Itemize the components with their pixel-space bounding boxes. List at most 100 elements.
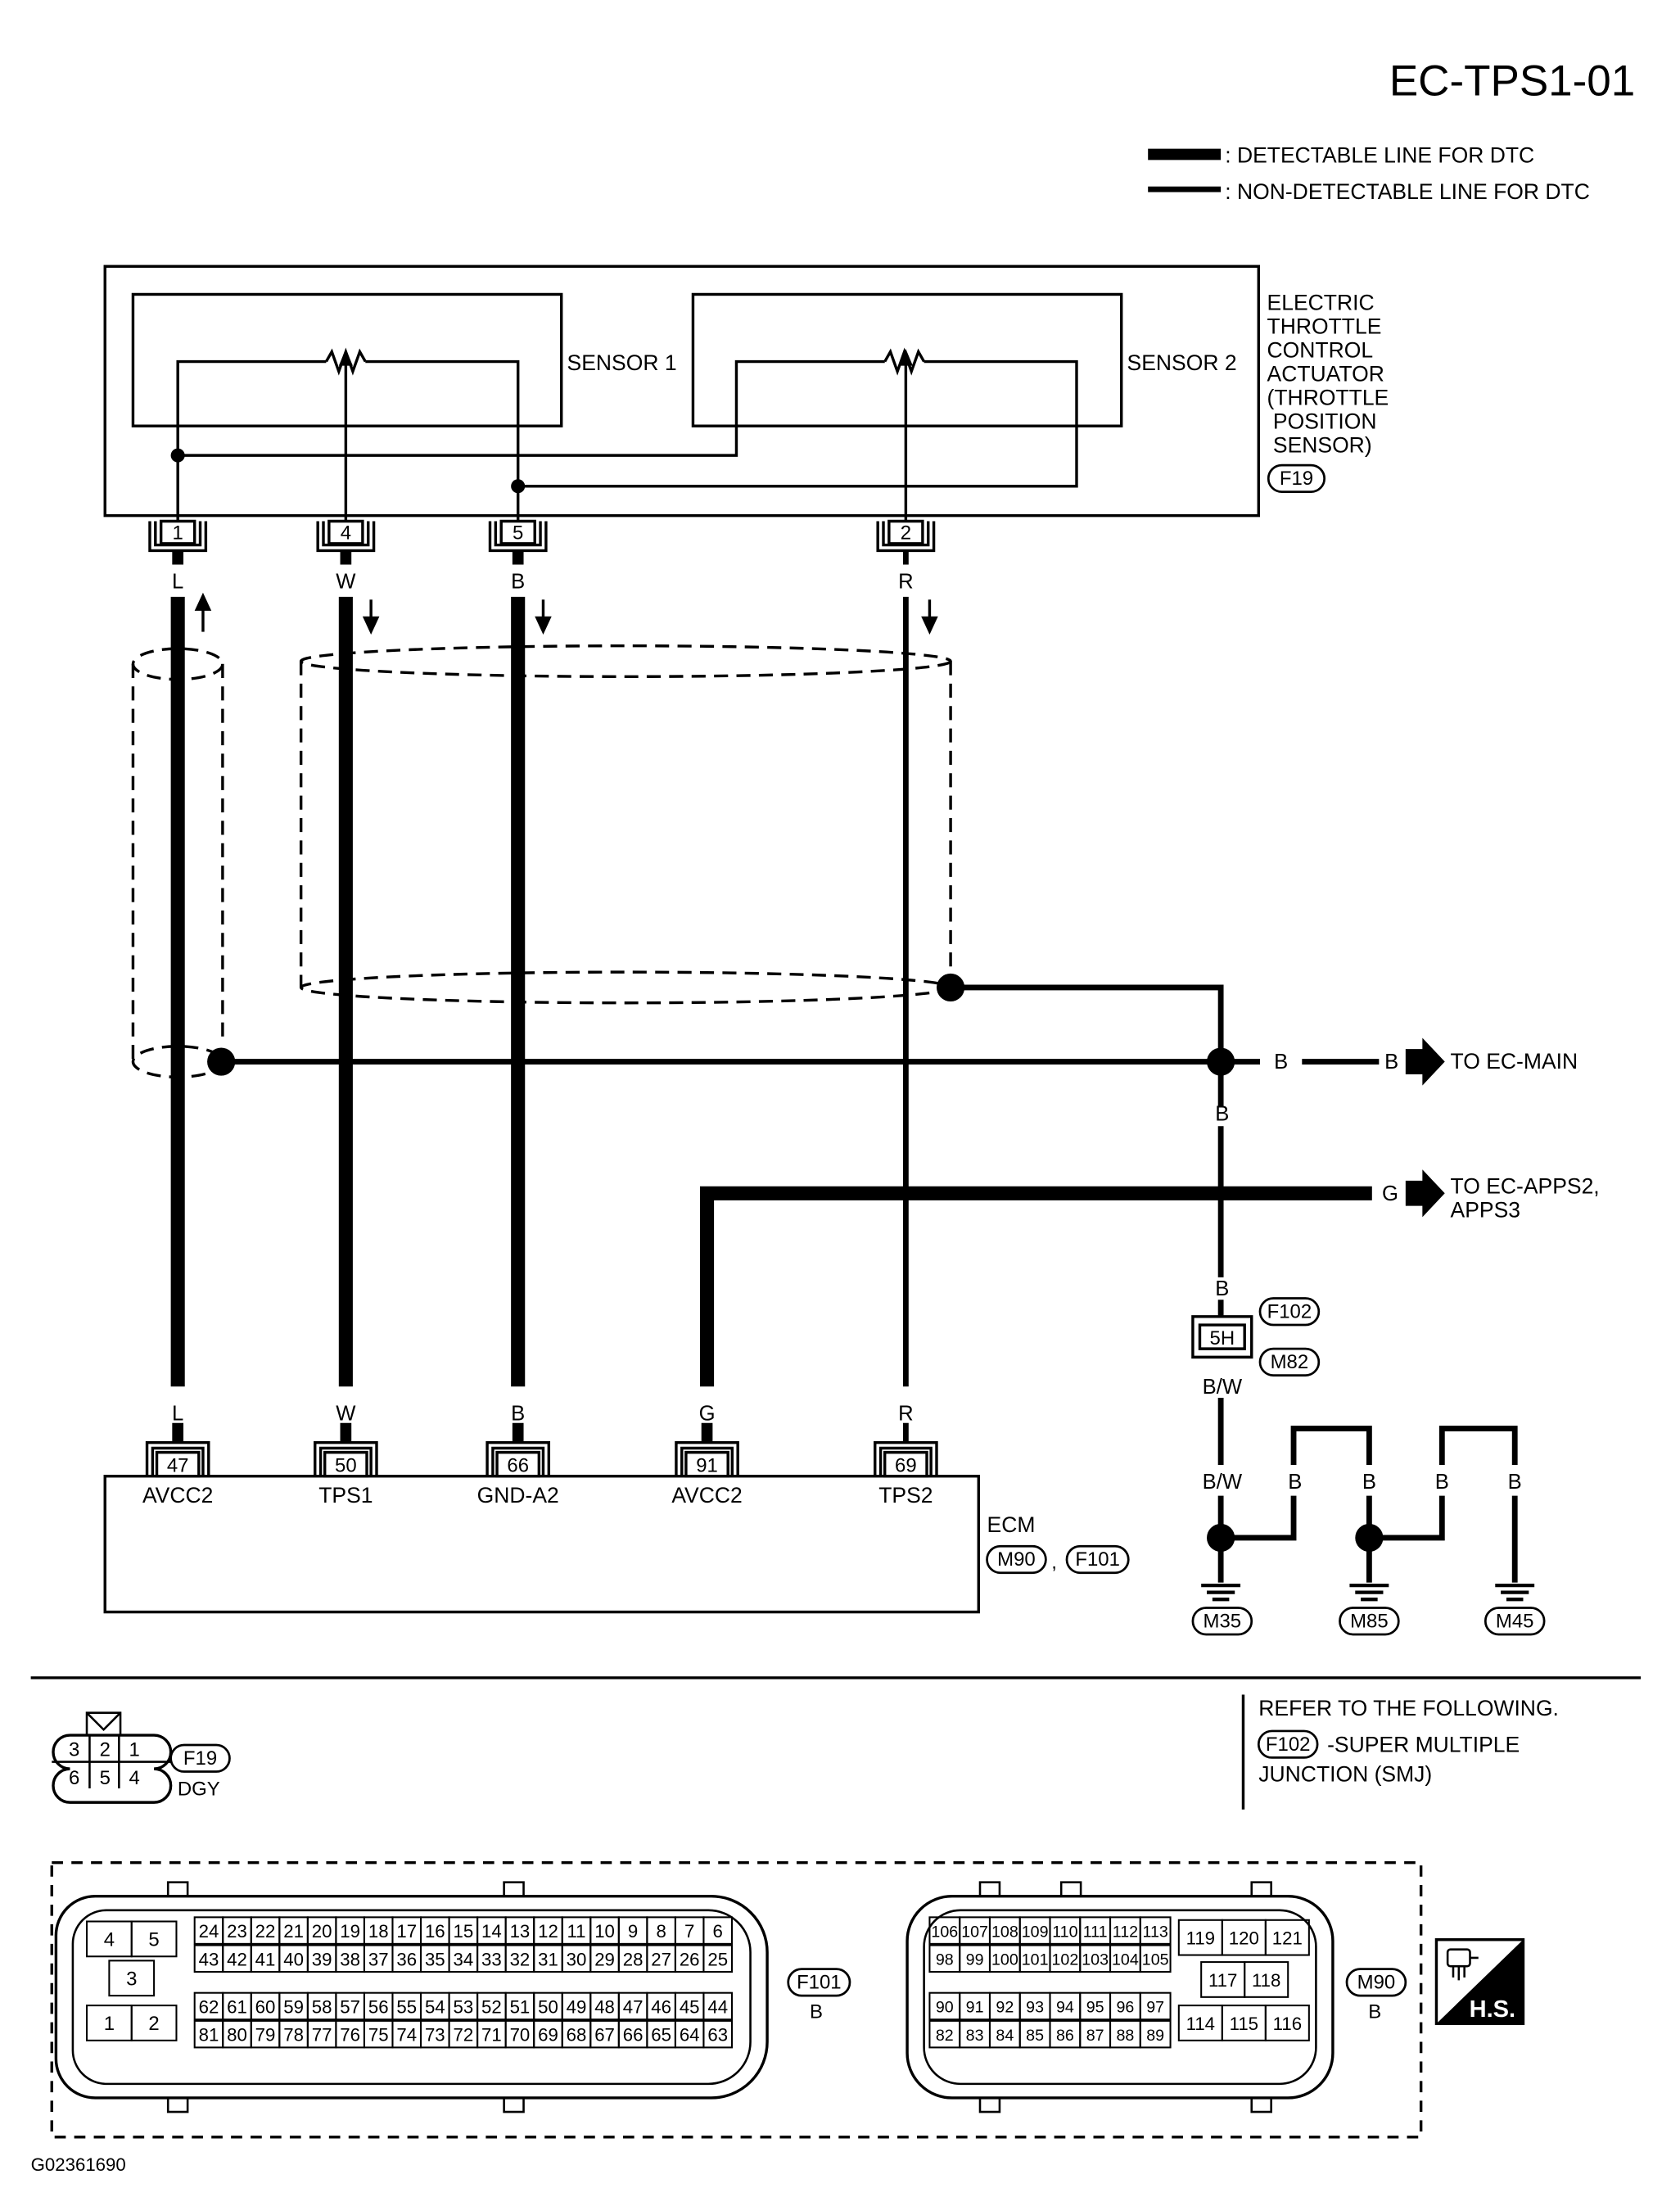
wire-color-b-g3: B (1435, 1471, 1449, 1494)
f101-pin-6: 6 (713, 1921, 723, 1942)
actuator-connector-label: F19 (1280, 468, 1313, 490)
f101-pin-56: 56 (368, 1997, 389, 2018)
f101-pin-42: 42 (227, 1949, 247, 1969)
wire-color-b-bottom: B (511, 1402, 525, 1425)
m90-pin-102: 102 (1051, 1951, 1078, 1969)
signal-arrows (194, 592, 938, 635)
ecm-pin-91: 91 (675, 1440, 739, 1478)
hs-badge-black-half (1436, 1939, 1524, 2024)
f101-pin-78: 78 (283, 2025, 304, 2046)
actuator-line-7: SENSOR) (1267, 433, 1372, 458)
ecm-pin-66: 66 (485, 1440, 551, 1478)
f19-connector-face: 3 2 1 6 5 4 F19 DGY (52, 1711, 231, 1804)
actuator-pin-2: 2 (876, 519, 936, 553)
f101-pin-4: 4 (104, 1928, 115, 1951)
actuator-connector-tag: F19 (1267, 463, 1326, 493)
f101-pin-55: 55 (396, 1997, 417, 2018)
shield2-bottom (299, 970, 952, 1005)
page-code: EC-TPS1-01 (1389, 57, 1635, 106)
ecm-terminal-tps2: TPS2 (878, 1483, 933, 1508)
f101-pin-64: 64 (680, 2025, 700, 2046)
ground-m35-label: M35 (1204, 1610, 1242, 1632)
m90-pin-89: 89 (1146, 2027, 1164, 2045)
wire-color-r-top: R (898, 571, 914, 594)
actuator-line-5: (THROTTLE (1267, 386, 1389, 410)
ground-m85-label: M85 (1350, 1610, 1389, 1632)
f19-pin-5: 5 (100, 1767, 111, 1789)
wire-color-b-top: B (511, 571, 525, 594)
actuator-pin-5: 5 (488, 519, 548, 553)
offpage-ec-main-text: TO EC-MAIN (1451, 1049, 1578, 1074)
m90-pin-92: 92 (996, 1999, 1014, 2017)
f101-pin-15: 15 (453, 1921, 473, 1942)
actuator-pins: 1 4 5 2 (148, 519, 936, 553)
ground-bridge-2 (1438, 1426, 1518, 1466)
actuator-pin-4-number: 4 (341, 522, 351, 545)
f101-pin-23: 23 (227, 1921, 247, 1942)
f101-pin-25: 25 (707, 1949, 728, 1969)
f101-pin-1: 1 (104, 2013, 115, 2035)
f101-pin-71: 71 (481, 2025, 502, 2046)
actuator-box (103, 264, 1260, 518)
ecm-pin-50-number: 50 (335, 1455, 357, 1477)
actuator-connector-oval (1267, 463, 1326, 493)
f101-pin-62: 62 (199, 1997, 219, 2018)
f101-pin-44: 44 (707, 1997, 728, 2018)
ground-splice-dot (1207, 1047, 1235, 1076)
ground-symbol-m45 (1495, 1583, 1535, 1602)
f101-pin-19: 19 (340, 1921, 360, 1942)
wire-color-b-drop: B (1215, 1102, 1229, 1125)
m90-pin-119: 119 (1186, 1928, 1215, 1949)
f101-pin-53: 53 (453, 1997, 473, 2018)
actuator-line-1: ELECTRIC (1267, 290, 1375, 314)
f101-pin-13: 13 (510, 1921, 531, 1942)
m90-pin-106: 106 (931, 1923, 958, 1941)
sensor1-wiper-arrow (338, 349, 353, 366)
f101-pin-25-cell (702, 1944, 734, 1973)
hs-badge: H.S. (1434, 1938, 1525, 2026)
f101-pin-38: 38 (340, 1949, 360, 1969)
wire-color-r-bottom: R (898, 1402, 914, 1425)
wire-color-w-bottom: W (336, 1402, 356, 1425)
m90-pin-118-cell (1244, 1961, 1289, 1998)
f101-pin-76: 76 (340, 2025, 360, 2046)
m90-pin-99: 99 (966, 1951, 984, 1969)
legend-non-detectable-text: : NON-DETECTABLE LINE FOR DTC (1225, 179, 1590, 204)
wire-color-labels: L W B R L W B G R B B B G B B/W B/W B B … (172, 571, 1522, 1494)
ground-m85-dot (1355, 1523, 1384, 1553)
m90-pin-114: 114 (1186, 2014, 1215, 2034)
wire-color-bw-junction: B/W (1203, 1376, 1243, 1399)
f101-pin-7: 7 (684, 1921, 694, 1942)
wire-color-l-bottom: L (172, 1402, 183, 1425)
m90-pin-96: 96 (1116, 1999, 1134, 2017)
f101-pin-12: 12 (538, 1921, 558, 1942)
refer-line2: JUNCTION (SMJ) (1258, 1761, 1432, 1786)
m90-pin-90: 90 (936, 1999, 954, 2017)
f101-pin-46: 46 (651, 1997, 671, 2018)
f101-pin-5-cell (130, 1920, 178, 1958)
m90-pin-121-cell (1264, 1919, 1310, 1956)
m90-pin-93: 93 (1026, 1999, 1044, 2017)
f101-pin-2: 2 (148, 2013, 159, 2035)
m90-pin-100: 100 (991, 1951, 1018, 1969)
ecm-terminal-avcc2-47: AVCC2 (142, 1483, 213, 1508)
f101-pin-31: 31 (538, 1949, 558, 1969)
m90-pin-118: 118 (1252, 1970, 1280, 1991)
f101-outline (54, 1895, 769, 2100)
m90-pin-108: 108 (991, 1923, 1018, 1941)
f101-pin-18: 18 (368, 1921, 389, 1942)
f19-pin-1: 1 (129, 1739, 139, 1761)
f101-pin-24: 24 (199, 1921, 219, 1942)
f101-pin-45: 45 (680, 1997, 700, 2018)
f101-pin-9: 9 (628, 1921, 638, 1942)
f101-pin-52: 52 (481, 1997, 502, 2018)
ecm-terminal-gnd-a2: GND-A2 (477, 1483, 559, 1508)
offpage-apps: TO EC-APPS2, APPS3 (1405, 1169, 1600, 1222)
shield1-ground-dot (207, 1047, 236, 1076)
f101-pin-20: 20 (312, 1921, 332, 1942)
f19-face-label: F19 (183, 1747, 217, 1770)
